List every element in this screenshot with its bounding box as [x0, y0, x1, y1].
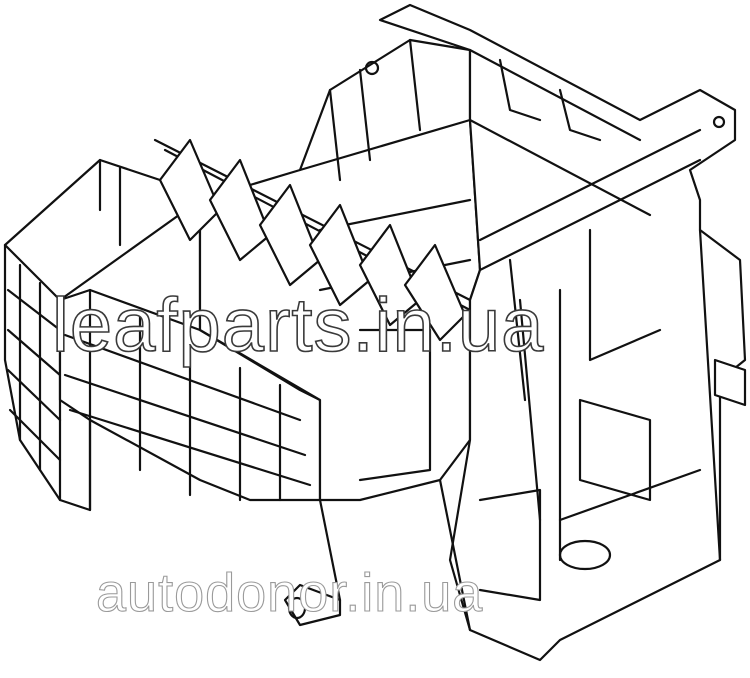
- top-frame: [364, 3, 747, 662]
- bottom-mount-tab: [283, 478, 472, 632]
- right-panel: [478, 228, 747, 602]
- watermark-autodonor: autodonor.in.ua: [95, 562, 484, 623]
- watermark-leafparts: leafparts.in.ua: [51, 282, 545, 369]
- fin-rail: [153, 138, 472, 342]
